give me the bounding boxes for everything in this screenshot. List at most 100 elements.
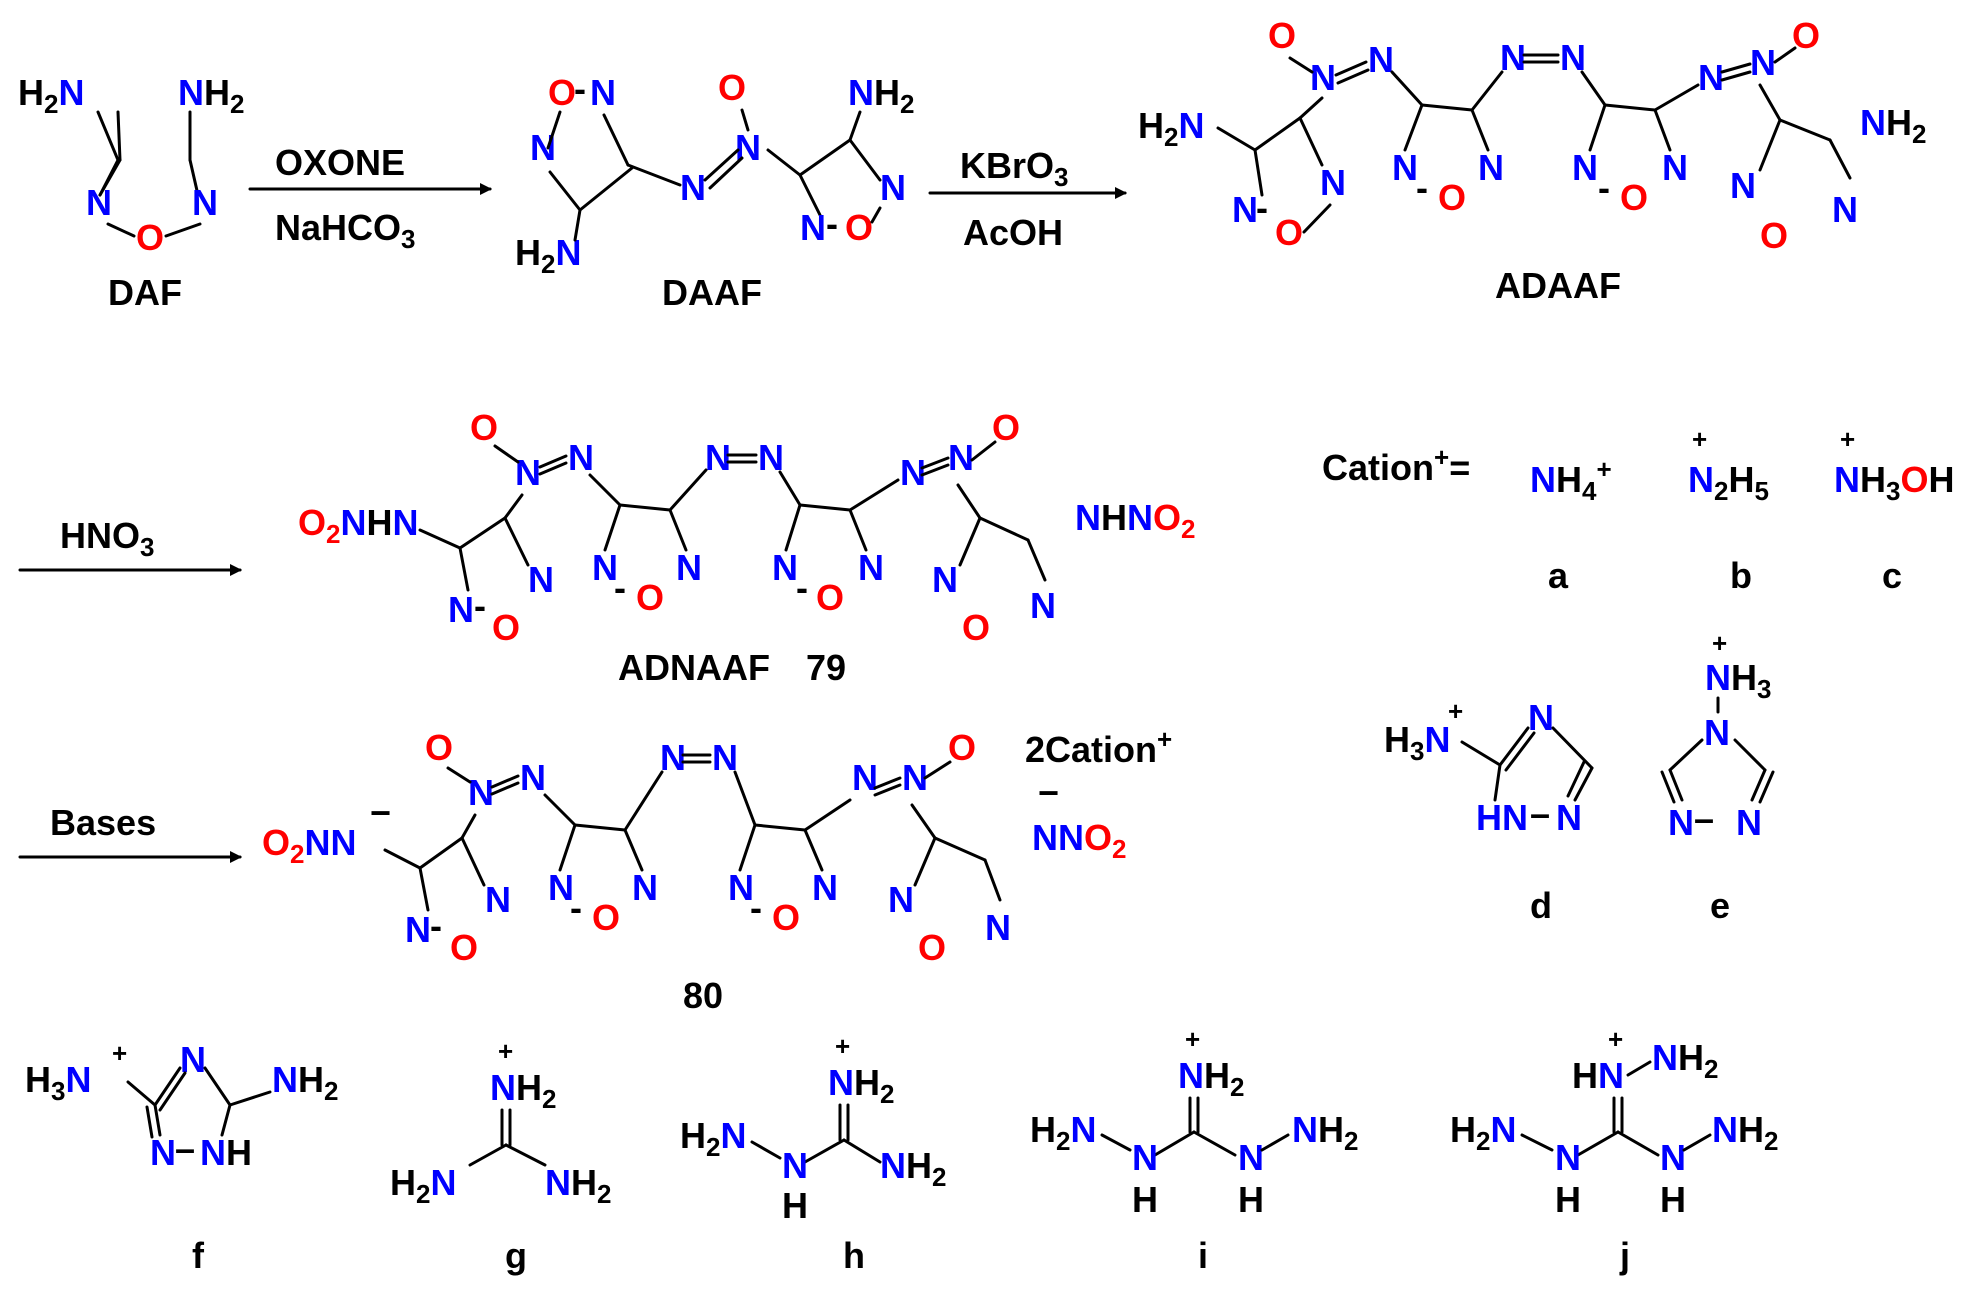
svg-text:N: N [590, 72, 616, 113]
svg-text:N: N [1572, 147, 1598, 188]
svg-text:NH2: NH2 [490, 1067, 556, 1114]
svg-text:-: - [796, 567, 808, 608]
svg-text:H2N: H2N [1138, 105, 1204, 152]
svg-text:-: - [430, 905, 442, 946]
svg-text:NNO2: NNO2 [1032, 817, 1126, 864]
svg-text:O: O [592, 897, 620, 938]
cation-letter-j: j [1619, 1235, 1630, 1276]
cation-letter-a: a [1548, 555, 1569, 596]
svg-text:N: N [1555, 1137, 1581, 1178]
svg-text:N: N [705, 437, 731, 478]
svg-text:H2N: H2N [1030, 1109, 1096, 1156]
svg-text:N: N [888, 879, 914, 920]
adaaf-label: ADAAF [1495, 265, 1621, 306]
cation-f-structure: H3N + N NH2 N – NH [25, 1038, 338, 1173]
svg-text:O: O [425, 727, 453, 768]
svg-text:N: N [948, 437, 974, 478]
svg-text:N: N [1662, 147, 1688, 188]
svg-text:N: N [632, 867, 658, 908]
step1-reagent2: NaHCO3 [275, 207, 416, 254]
salt-number: 80 [683, 975, 723, 1016]
step4-reagent: Bases [50, 802, 156, 843]
svg-text:N: N [1660, 1137, 1686, 1178]
svg-text:N: N [1238, 1137, 1264, 1178]
cation-h-structure: + NH2 H2N N H NH2 [680, 1031, 946, 1226]
step1-reagent1: OXONE [275, 142, 405, 183]
svg-text:N: N [712, 737, 738, 778]
daaf-label: DAAF [662, 272, 762, 313]
svg-text:N: N [676, 547, 702, 588]
svg-text:N: N [405, 909, 431, 950]
svg-text:NH2: NH2 [1652, 1037, 1718, 1084]
svg-text:N: N [772, 547, 798, 588]
cation-e-structure: + NH3 N N – N [1660, 628, 1775, 843]
step2-reagent2: AcOH [963, 212, 1063, 253]
svg-text:O: O [470, 407, 498, 448]
svg-text:N: N [1736, 802, 1762, 843]
daf-label: DAF [108, 272, 182, 313]
svg-text:-: - [1598, 167, 1610, 208]
svg-text:NH3: NH3 [1705, 657, 1771, 704]
svg-text:HN: HN [1476, 797, 1528, 838]
cation-i-structure: + NH2 H2N N H N H NH2 [1030, 1024, 1358, 1220]
svg-text:N: N [592, 547, 618, 588]
svg-text:N: N [468, 772, 494, 813]
cation-a-structure: NH4+ [1530, 454, 1612, 506]
svg-text:N: N [1730, 165, 1756, 206]
svg-text:O: O [1792, 15, 1820, 56]
svg-text:O: O [816, 577, 844, 618]
cation-letter-g: g [505, 1235, 527, 1276]
svg-text:O2NHN: O2NHN [298, 502, 418, 549]
svg-text:O: O [992, 407, 1020, 448]
svg-text:H3N: H3N [1384, 719, 1450, 766]
svg-text:-: - [826, 203, 838, 244]
svg-text:N: N [448, 589, 474, 630]
svg-text:NH3OH: NH3OH [1834, 459, 1954, 506]
svg-text:NH2: NH2 [1712, 1109, 1778, 1156]
svg-text:–: – [1694, 798, 1714, 839]
cation-d-structure: H3N + N HN – N [1384, 696, 1594, 838]
svg-text:NH2: NH2 [828, 1062, 894, 1109]
svg-text:N: N [1478, 147, 1504, 188]
svg-text:O: O [845, 207, 873, 248]
adnaaf-label: ADNAAF [618, 647, 770, 688]
cation-b-structure: + N2H5 [1688, 424, 1769, 506]
svg-text:N: N [1368, 39, 1394, 80]
svg-text:N: N [1132, 1137, 1158, 1178]
svg-text:O: O [1268, 15, 1296, 56]
svg-text:+: + [498, 1036, 513, 1066]
svg-text:N: N [150, 1132, 176, 1173]
svg-text:–: – [1530, 793, 1550, 834]
adnaaf-structure: O N N O2NHN N - O N N N - O N N N N - [298, 407, 1195, 648]
svg-text:N: N [812, 867, 838, 908]
svg-text:N: N [858, 547, 884, 588]
svg-text:O: O [918, 927, 946, 968]
svg-text:O: O [636, 577, 664, 618]
cation-letter-i: i [1198, 1235, 1208, 1276]
cation-j-structure: + HN NH2 H2N N H N H NH2 [1450, 1024, 1778, 1220]
svg-text:NH2: NH2 [1860, 102, 1926, 149]
cation-letter-b: b [1730, 555, 1752, 596]
svg-text:N: N [900, 452, 926, 493]
svg-text:H3N: H3N [25, 1059, 91, 1106]
daf-structure: H2N NH2 N N O [18, 72, 244, 258]
svg-text:H2N: H2N [18, 72, 84, 119]
svg-text:N: N [1310, 57, 1336, 98]
svg-text:NH: NH [200, 1132, 252, 1173]
svg-text:−: − [1038, 772, 1059, 813]
step2-reagent1: KBrO3 [960, 145, 1068, 192]
svg-text:N: N [1832, 189, 1858, 230]
cation-letter-c: c [1882, 555, 1902, 596]
cation-c-structure: + NH3OH [1834, 424, 1954, 506]
svg-text:N: N [800, 207, 826, 248]
svg-text:N: N [1698, 57, 1724, 98]
svg-text:N: N [1030, 585, 1056, 626]
daaf-structure: O - N N H2N N N O NH2 N N - O [515, 67, 914, 279]
svg-text:N: N [192, 182, 218, 223]
svg-text:O: O [1620, 177, 1648, 218]
svg-text:N: N [485, 879, 511, 920]
svg-text:N: N [1704, 712, 1730, 753]
adaaf-structure: O N N H2N N N - O N N - O N N N N - [1138, 15, 1926, 256]
svg-text:+: + [835, 1031, 850, 1061]
svg-text:+: + [1712, 628, 1727, 658]
